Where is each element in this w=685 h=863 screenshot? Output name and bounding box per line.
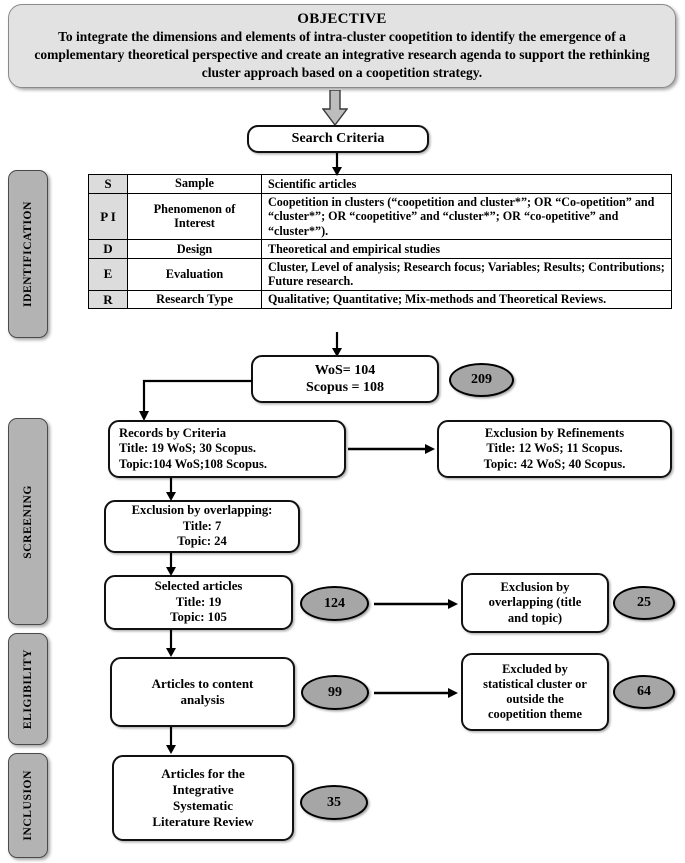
sidebar-item-eligibility: ELIGIBILITY <box>8 633 48 745</box>
exclusion-tt-line1: Exclusion by <box>500 579 570 594</box>
sidebar-item-inclusion: INCLUSION <box>8 753 48 858</box>
records-title: Records by Criteria <box>119 425 227 440</box>
final-articles-count-badge: 35 <box>300 785 368 820</box>
selected-articles-box: Selected articles Title: 19 Topic: 105 <box>104 575 293 630</box>
refinements-title: Exclusion by Refinements <box>484 425 625 440</box>
table-row: P I Phenomenon of Interest Coopetition i… <box>88 192 672 241</box>
table-cell-value: Cluster, Level of analysis; Research foc… <box>261 257 672 291</box>
table-cell-key: E <box>88 257 128 291</box>
stage-label: INCLUSION <box>22 770 34 841</box>
selected-articles-count: 124 <box>324 595 345 611</box>
down-block-arrow-icon <box>322 90 348 126</box>
table-cell-key: R <box>88 289 128 310</box>
table-row: E Evaluation Cluster, Level of analysis;… <box>88 257 672 291</box>
objective-banner: OBJECTIVE To integrate the dimensions an… <box>8 4 676 88</box>
selected-title-line: Title: 19 <box>175 594 222 609</box>
final-line1: Articles for the <box>161 766 245 782</box>
connector-databases-to-records <box>134 378 254 423</box>
table-row: D Design Theoretical and empirical studi… <box>88 239 672 259</box>
excluded-stat-line3: outside the <box>506 692 564 706</box>
databases-wos: WoS= 104 <box>314 362 376 378</box>
excluded-statistical-box: Excluded by statistical cluster or outsi… <box>461 653 609 731</box>
overlapping-title-line: Title: 7 <box>182 518 222 533</box>
final-line3: Systematic <box>173 798 233 813</box>
records-title-line: Title: 19 WoS; 30 Scopus. <box>119 441 257 456</box>
exclusion-title-topic-box: Exclusion by overlapping (title and topi… <box>461 573 609 633</box>
articles-to-content-analysis-box: Articles to content analysis <box>110 657 295 727</box>
excluded-statistical-count: 64 <box>637 684 651 699</box>
selected-title: Selected articles <box>154 579 243 594</box>
table-cell-key: P I <box>88 192 128 241</box>
final-articles-count: 35 <box>327 794 341 810</box>
overlapping-title: Exclusion by overlapping: <box>131 503 273 518</box>
table-row: R Research Type Qualitative; Quantitativ… <box>88 289 672 310</box>
exclusion-by-refinements-box: Exclusion by Refinements Title: 12 WoS; … <box>437 420 672 478</box>
exclusion-tt-line2: overlapping (title <box>488 595 582 610</box>
content-analysis-line2: analysis <box>180 692 225 707</box>
excluded-stat-line4: coopetition theme <box>488 707 582 722</box>
spider-criteria-table: S Sample Scientific articles P I Phenome… <box>88 174 672 310</box>
exclusion-by-overlapping-box: Exclusion by overlapping: Title: 7 Topic… <box>104 500 300 553</box>
databases-box: WoS= 104 Scopus = 108 <box>251 355 439 403</box>
objective-title: OBJECTIVE <box>297 10 387 27</box>
stage-label: IDENTIFICATION <box>22 201 34 307</box>
table-cell-term: Phenomenon of Interest <box>127 192 262 241</box>
exclusion-tt-count-badge: 25 <box>613 586 675 620</box>
table-row: S Sample Scientific articles <box>88 174 672 194</box>
databases-count: 209 <box>471 372 492 387</box>
selected-topic-line: Topic: 105 <box>170 610 227 625</box>
table-cell-value: Scientific articles <box>261 174 672 194</box>
table-cell-term: Research Type <box>127 289 262 310</box>
table-cell-value: Theoretical and empirical studies <box>261 239 672 259</box>
connector-selected-to-content-analysis <box>164 630 178 658</box>
search-criteria-box: Search Criteria <box>247 125 429 153</box>
table-cell-value: Qualitative; Quantitative; Mix-methods a… <box>261 289 672 310</box>
table-cell-key: D <box>88 239 128 259</box>
exclusion-tt-line3: and topic) <box>507 610 563 625</box>
connector-overlapping-to-selected <box>164 553 178 577</box>
records-by-criteria-box: Records by Criteria Title: 19 WoS; 30 Sc… <box>108 420 346 478</box>
excluded-stat-line1: Excluded by <box>502 661 568 676</box>
table-cell-term: Evaluation <box>127 257 262 291</box>
final-line4: Literature Review <box>152 813 254 829</box>
databases-scopus: Scopus = 108 <box>306 380 384 395</box>
search-criteria-label: Search Criteria <box>291 131 385 147</box>
refinements-topic-line: Topic: 42 WoS; 40 Scopus. <box>483 456 626 471</box>
table-cell-term: Sample <box>127 174 262 194</box>
sidebar-item-screening: SCREENING <box>8 418 48 625</box>
sidebar-item-identification: IDENTIFICATION <box>8 170 48 338</box>
databases-count-badge: 209 <box>449 363 514 397</box>
exclusion-tt-count: 25 <box>637 595 651 610</box>
excluded-stat-line2: statistical cluster or <box>483 676 587 691</box>
refinements-title-line: Title: 12 WoS; 11 Scopus. <box>486 441 623 456</box>
content-analysis-count: 99 <box>328 684 342 700</box>
stage-label: ELIGIBILITY <box>22 648 34 730</box>
final-line2: Integrative <box>172 782 234 798</box>
records-topic-line: Topic:104 WoS;108 Scopus. <box>119 456 268 471</box>
overlapping-topic-line: Topic: 24 <box>177 534 227 549</box>
table-cell-key: S <box>88 174 128 194</box>
content-analysis-count-badge: 99 <box>301 675 369 710</box>
final-articles-box: Articles for the Integrative Systematic … <box>112 755 294 841</box>
connector-content-to-final <box>164 727 178 755</box>
stage-label: SCREENING <box>22 484 34 559</box>
table-cell-value: Coopetition in clusters (“coopetition an… <box>261 192 672 241</box>
connector-content-to-excluded <box>374 686 459 700</box>
connector-records-to-overlapping <box>164 478 178 502</box>
connector-records-to-refinements <box>348 442 436 456</box>
excluded-statistical-count-badge: 64 <box>613 675 675 709</box>
table-cell-term: Design <box>127 239 262 259</box>
objective-text: To integrate the dimensions and elements… <box>34 29 650 81</box>
selected-articles-count-badge: 124 <box>300 586 369 621</box>
connector-selected-to-exclusion-tt <box>374 597 459 611</box>
content-analysis-line1: Articles to content <box>151 676 254 692</box>
